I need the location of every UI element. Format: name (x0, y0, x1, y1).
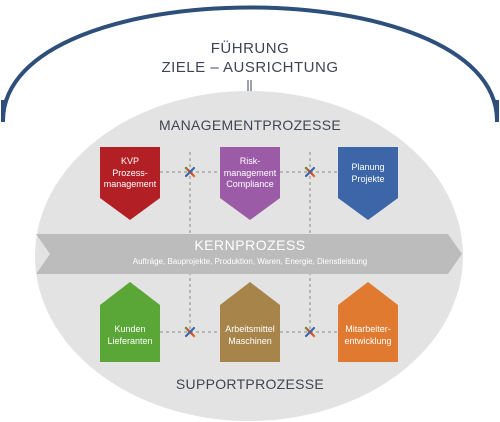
management-box-risk (220, 147, 280, 220)
support-box-mitarbeiter-label: Mitarbeiter- entwicklung (344, 324, 392, 346)
header-subtitle: ZIELE – AUSRICHTUNG (161, 59, 339, 76)
support-title: SUPPORTPROZESSE (175, 376, 325, 392)
management-box-planung-label: Planung Projekte (351, 162, 385, 184)
core-subtitle: Aufträge, Bauprojekte, Produktion, Waren… (132, 257, 368, 266)
support-box-kunden (100, 282, 160, 362)
management-title: MANAGEMENTPROZESSE (159, 117, 341, 133)
core-title: KERNPROZESS (194, 237, 306, 253)
support-box-mitarbeiter (338, 282, 398, 362)
management-box-kvp-label: KVP Prozess- management (103, 156, 157, 189)
leadership-arc (1, 5, 499, 121)
x-arrows-icon (304, 166, 316, 178)
support-box-arbeitsmittel (220, 282, 280, 362)
management-box-risk-label: Risk- management Compliance (223, 156, 277, 189)
management-box-planung (338, 147, 398, 220)
core-process-arrow (36, 234, 462, 274)
x-arrows-icon (184, 326, 196, 338)
x-arrows-icon (184, 166, 196, 178)
support-box-kunden-label: Kunden Lieferanten (107, 324, 153, 346)
management-box-kvp (100, 147, 160, 220)
header-title: FÜHRUNG (210, 40, 290, 57)
x-arrows-icon (304, 326, 316, 338)
support-box-arbeitsmittel-label: Arbeitsmittel Maschinen (225, 324, 275, 346)
